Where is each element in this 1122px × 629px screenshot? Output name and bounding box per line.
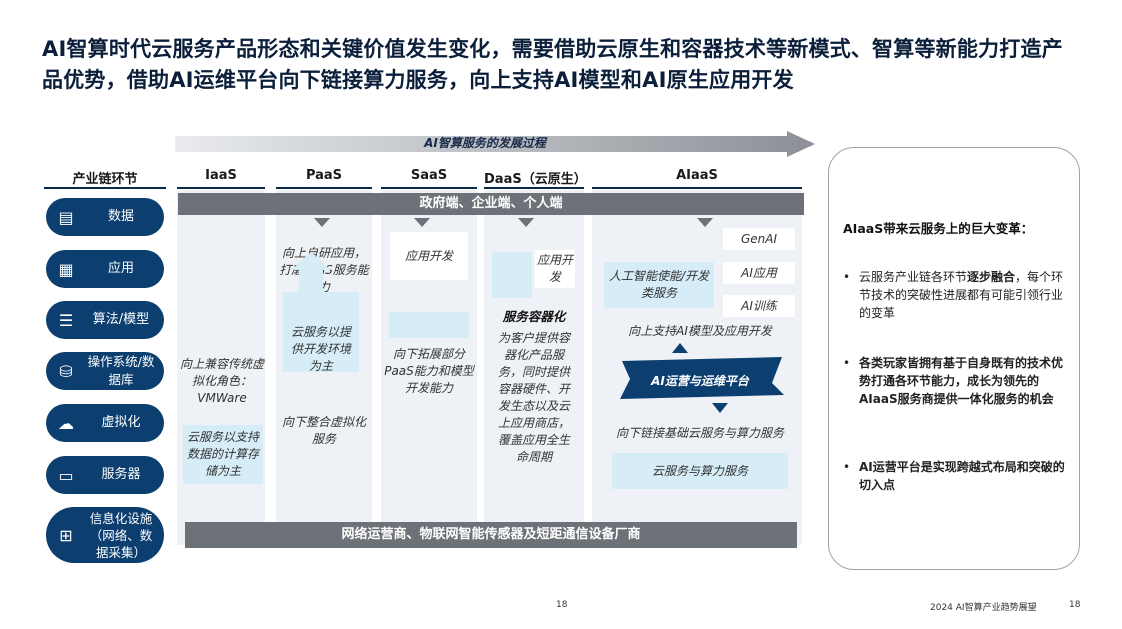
chain-item-label: 虚拟化 — [101, 415, 141, 430]
column-header-saas: SaaS — [410, 168, 448, 183]
chain-item-label: 算法/模型 — [92, 312, 150, 327]
page-number-center: 18 — [556, 600, 568, 610]
server-stack-icon: ☰ — [58, 310, 74, 330]
chain-item-label: 操作系统/数据库 — [87, 354, 155, 387]
aiaas-cloud-box: 云服务与算力服务 — [612, 453, 788, 489]
daas-app-box: 应用开发 — [535, 250, 575, 288]
down-arrow-icon — [518, 218, 534, 227]
summary-bold: AI运营平台是实现跨越式布局和突破的切入点 — [859, 460, 1065, 492]
column-header-chain: 产业链环节 — [72, 172, 138, 187]
chain-item-label: 信息化设施（网络、数据采集） — [89, 510, 153, 560]
iaas-lower-box: 云服务以支持数据的计算存储为主 — [183, 425, 263, 484]
app-grid-icon: ▦ — [58, 259, 74, 279]
aiaas-down-link: 向下链接基础云服务与算力服务 — [615, 426, 784, 440]
iaas-upper-text: 向上兼容传统虚拟化角色：VMWare — [180, 357, 265, 405]
summary-text: ，每个环节技术的突破性进展都有可能引领行业的变革 — [859, 270, 1064, 320]
divider — [177, 187, 265, 189]
column-header-paas: PaaS — [305, 168, 343, 183]
top-band: 政府端、企业端、个人端 — [178, 193, 804, 215]
aiaas-train-box: AI训练 — [723, 295, 795, 317]
paas-lower-text: 向下整合虚拟化服务 — [281, 415, 366, 446]
aiaas-up-support: 向上支持AI模型及应用开发 — [628, 324, 772, 338]
iaas-column — [177, 190, 265, 545]
daas-blue-block — [492, 252, 532, 298]
summary-panel — [828, 147, 1080, 570]
factory-icon: ▤ — [58, 207, 74, 227]
paas-mid-text: 云服务以提供开发环境为主 — [290, 325, 351, 373]
database-icon: ⛁ — [59, 361, 73, 381]
chain-item-app: ▦ 应用 — [46, 250, 164, 288]
down-arrow-icon — [414, 218, 430, 227]
platform-arrow — [620, 343, 784, 413]
chain-item-os-db: ⛁ 操作系统/数据库 — [46, 352, 164, 390]
summary-item: • AI运营平台是实现跨越式布局和突破的切入点 — [843, 460, 1065, 492]
timeline-arrow — [175, 131, 815, 157]
divider — [592, 187, 802, 189]
summary-title: AIaaS带来云服务上的巨大变革： — [843, 221, 1034, 236]
chain-item-label: 应用 — [107, 261, 134, 276]
bottom-band: 网络运营商、物联网智能传感器及短距通信设备厂商 — [185, 522, 797, 548]
divider — [484, 187, 584, 189]
paas-arrow — [283, 252, 359, 372]
divider — [381, 187, 477, 189]
chain-item-label: 服务器 — [101, 467, 141, 482]
aiaas-genai-box: GenAI — [723, 228, 795, 250]
daas-title: 服务容器化 — [502, 309, 566, 324]
divider — [44, 187, 166, 189]
chain-item-label: 数据 — [107, 209, 134, 224]
aiaas-platform: AI运营与运维平台 — [651, 374, 749, 388]
down-arrow-icon — [697, 218, 713, 227]
cloud-network-icon: ☁ — [58, 413, 74, 433]
saas-blue-strip — [389, 312, 469, 338]
network-icon: ⊞ — [59, 525, 73, 545]
column-header-iaas: IaaS — [205, 168, 237, 183]
timeline-label: AI智算服务的发展过程 — [424, 136, 546, 150]
summary-bold: 逐步融合 — [967, 270, 1016, 284]
chain-item-algorithm: ☰ 算法/模型 — [46, 301, 164, 339]
page-title: AI智算时代云服务产品形态和关键价值发生变化，需要借助云原生和容器技术等新模式、… — [42, 37, 1063, 92]
divider — [276, 187, 372, 189]
summary-text: 云服务产业链各环节 — [859, 270, 968, 284]
summary-item: • 云服务产业链各环节逐步融合，每个环节技术的突破性进展都有可能引领行业的变革 — [843, 270, 1064, 320]
summary-bold: 各类玩家皆拥有基于自身既有的技术优势打通各环节能力，成长为领先的AIaaS服务商… — [859, 356, 1064, 406]
chain-item-infrastructure: ⊞ 信息化设施（网络、数据采集） — [46, 507, 164, 563]
aiaas-app-box: AI应用 — [723, 262, 795, 284]
monitor-icon: ▭ — [58, 465, 74, 485]
chain-item-server: ▭ 服务器 — [46, 456, 164, 494]
chain-item-data: ▤ 数据 — [46, 198, 164, 236]
saas-lower-text: 向下拓展部分PaaS能力和模型开发能力 — [384, 347, 474, 395]
report-name: 2024 AI智算产业趋势展望 — [930, 603, 1037, 613]
page-number: 18 — [1069, 600, 1081, 610]
saas-app-box: 应用开发 — [390, 232, 468, 280]
column-header-daas: DaaS（云原生） — [484, 172, 587, 187]
daas-desc: 为客户提供容器化产品服务，同时提供容器硬件、开发生态以及云上应用商店，覆盖应用全… — [493, 330, 575, 466]
aiaas-enable-box: 人工智能使能/开发类服务 — [604, 262, 714, 308]
summary-item: • 各类玩家皆拥有基于自身既有的技术优势打通各环节能力，成长为领先的AIaaS服… — [843, 356, 1064, 406]
column-header-aiaas: AIaaS — [676, 168, 718, 183]
down-arrow-icon — [314, 218, 330, 227]
chain-item-virtualization: ☁ 虚拟化 — [46, 404, 164, 442]
